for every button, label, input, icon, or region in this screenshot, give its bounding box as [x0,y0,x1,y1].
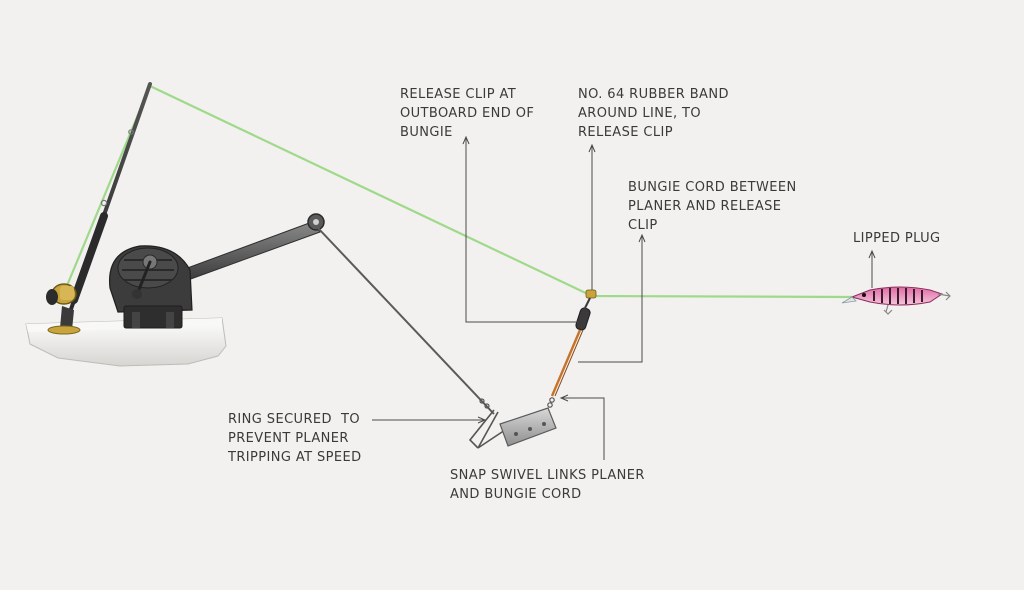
leader-bungie-cord [578,236,643,363]
tow-line [317,227,495,415]
fishing-reel [46,283,77,305]
label-bungie-cord: BUNGIE CORD BETWEEN PLANER AND RELEASE C… [628,180,797,233]
leader-bungie-cord-arrow [638,233,646,243]
label-snap-swivel: SNAP SWIVEL LINKS PLANER AND BUNGIE CORD [450,468,645,502]
downrigger-arm [181,213,325,281]
label-rubber-band: NO. 64 RUBBER BAND AROUND LINE, TO RELEA… [578,87,729,140]
planer-board [468,407,557,449]
leader-release-clip [465,138,578,323]
annotation-leaders [372,135,876,460]
leader-ring-secured-arrow [477,416,487,424]
leader-rubber-band-arrow [588,143,596,153]
release-clip [575,289,597,331]
label-ring-secured: RING SECURED TO PREVENT PLANER TRIPPING … [228,412,362,465]
lipped-plug-lure [841,286,951,315]
label-release-clip: RELEASE CLIP AT OUTBOARD END OF BUNGIE [400,87,535,140]
leader-snap-swivel [562,397,605,460]
leader-snap-swivel-arrow [559,394,569,402]
downrigger-body [108,245,193,329]
leader-release-clip-arrow [462,135,470,145]
bungie-cord [547,329,584,408]
leader-lipped-plug-arrow [868,249,876,259]
label-lipped-plug: LIPPED PLUG [853,231,941,246]
fishing-rod [46,82,152,335]
